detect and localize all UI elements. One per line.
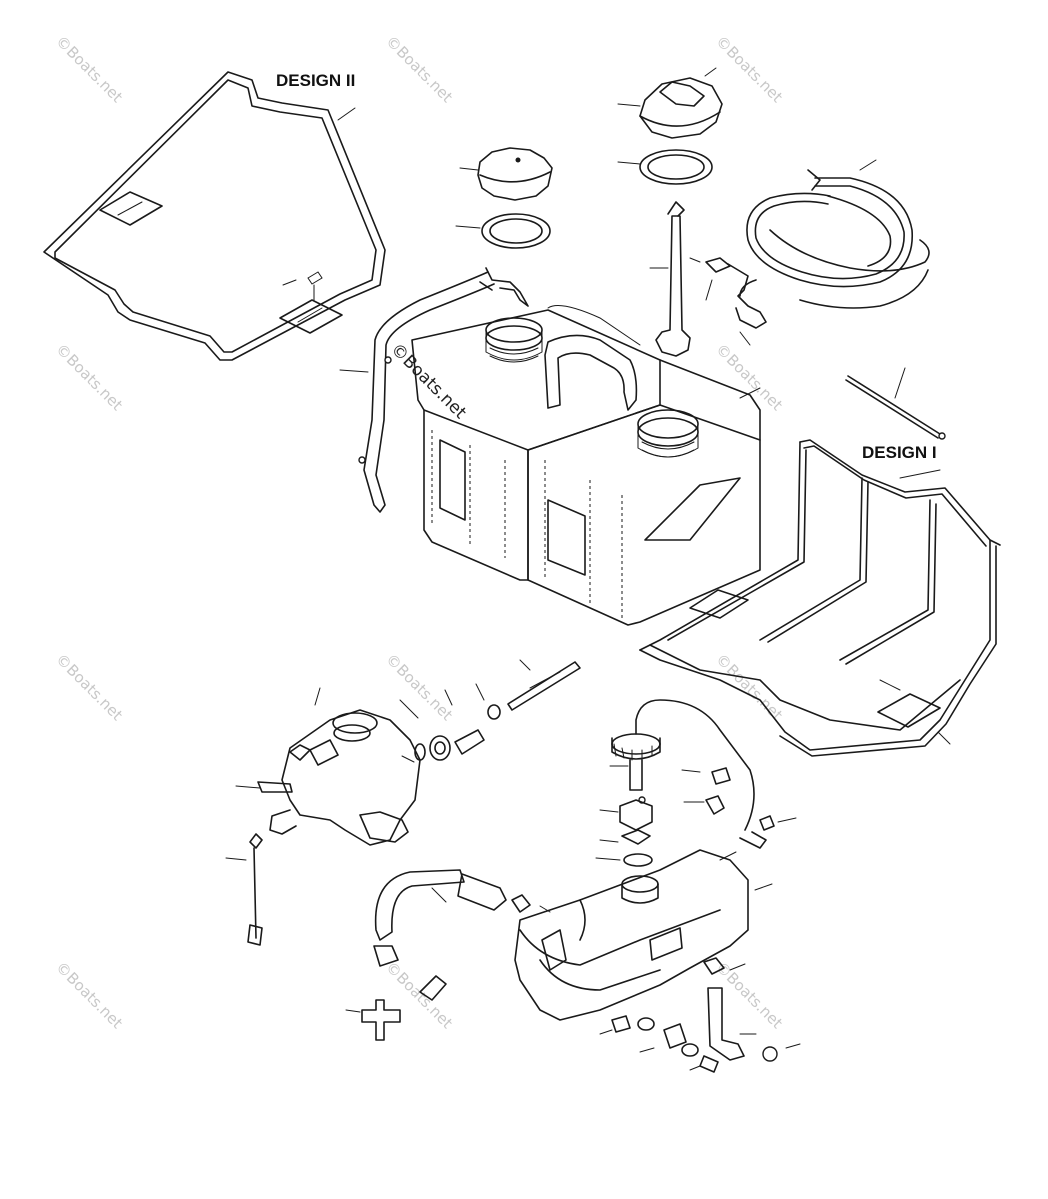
tank-strap bbox=[339, 267, 529, 513]
design-i-cradle bbox=[639, 439, 1001, 757]
label-design-i: DESIGN I bbox=[862, 443, 937, 462]
t-fitting bbox=[345, 975, 447, 1041]
watermark: ©Boats.net bbox=[52, 650, 126, 724]
vent-cap bbox=[617, 67, 723, 139]
watermark: ©Boats.net bbox=[382, 32, 456, 106]
watermark: ©Boats.net bbox=[52, 958, 126, 1032]
oil-tank bbox=[514, 849, 773, 1021]
mount-parts bbox=[599, 957, 801, 1073]
small-parts bbox=[595, 795, 797, 867]
watermark: ©Boats.net bbox=[712, 340, 786, 414]
oil-hose bbox=[373, 869, 551, 967]
center-watermark: ©Boats.net bbox=[386, 339, 470, 423]
sender-unit bbox=[609, 699, 767, 849]
fuel-hose bbox=[739, 159, 930, 309]
design-ii-bracket bbox=[43, 71, 386, 361]
watermark: ©Boats.net bbox=[382, 958, 456, 1032]
watermark: ©Boats.net bbox=[712, 32, 786, 106]
watermark: ©Boats.net bbox=[382, 650, 456, 724]
watermarks: ©Boats.net ©Boats.net ©Boats.net ©Boats.… bbox=[52, 32, 786, 1032]
gauge-rod bbox=[845, 367, 946, 440]
watermark: ©Boats.net bbox=[712, 650, 786, 724]
hose-fitting bbox=[689, 257, 767, 346]
watermark: ©Boats.net bbox=[52, 340, 126, 414]
label-design-ii: DESIGN II bbox=[276, 71, 355, 90]
fuel-valve bbox=[235, 687, 421, 846]
pickup-tube bbox=[649, 201, 691, 357]
vent-seal bbox=[617, 149, 713, 185]
fuel-tank-twin bbox=[411, 305, 761, 626]
cap-seal bbox=[455, 213, 551, 249]
linkage-rod bbox=[225, 833, 263, 946]
fuel-cap bbox=[459, 147, 553, 201]
valve-fittings bbox=[399, 659, 581, 761]
watermark: ©Boats.net bbox=[52, 32, 126, 106]
